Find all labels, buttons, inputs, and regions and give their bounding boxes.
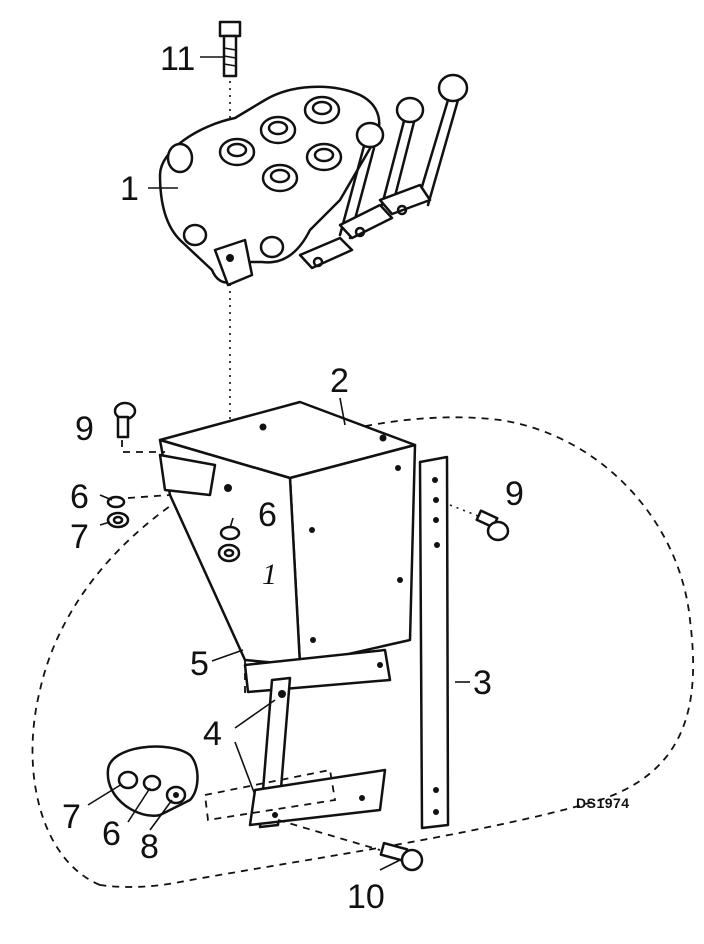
callout-3: 3: [473, 664, 492, 702]
bolt-9-upper: [113, 401, 165, 453]
callout-6-left: 6: [70, 478, 89, 516]
bolt-11: [218, 20, 242, 78]
control-valve: [158, 85, 381, 287]
callout-6-lower: 6: [102, 815, 121, 853]
washer-nut-left: [106, 494, 171, 529]
callout-10: 10: [347, 878, 385, 916]
callout-9-right: 9: [505, 475, 524, 513]
callout-8: 8: [140, 828, 159, 866]
hidden-plate-5: [244, 660, 273, 693]
callout-9-upper: 9: [75, 410, 94, 448]
leader-lines: [87, 56, 470, 871]
callout-11: 11: [160, 40, 195, 78]
bolt-10: [277, 819, 424, 872]
callout-4: 4: [203, 715, 222, 753]
callout-2: 2: [330, 362, 349, 400]
callout-7-left: 7: [70, 518, 89, 556]
lower-nut-plate: [106, 745, 199, 818]
support-strap: [248, 676, 387, 829]
washer-nut-center: [217, 525, 241, 563]
vertical-bar: [418, 455, 450, 830]
callout-6-center: 6: [258, 496, 277, 534]
drawing-code: DS1974: [576, 795, 630, 811]
hidden-plate-lower: [204, 768, 337, 822]
bolt-9-right: [449, 504, 510, 542]
control-levers: [298, 73, 469, 270]
callout-1: 1: [120, 170, 139, 208]
bracket-marking: 1: [262, 558, 277, 591]
callout-7-lower: 7: [62, 798, 81, 836]
callout-5: 5: [190, 645, 209, 683]
